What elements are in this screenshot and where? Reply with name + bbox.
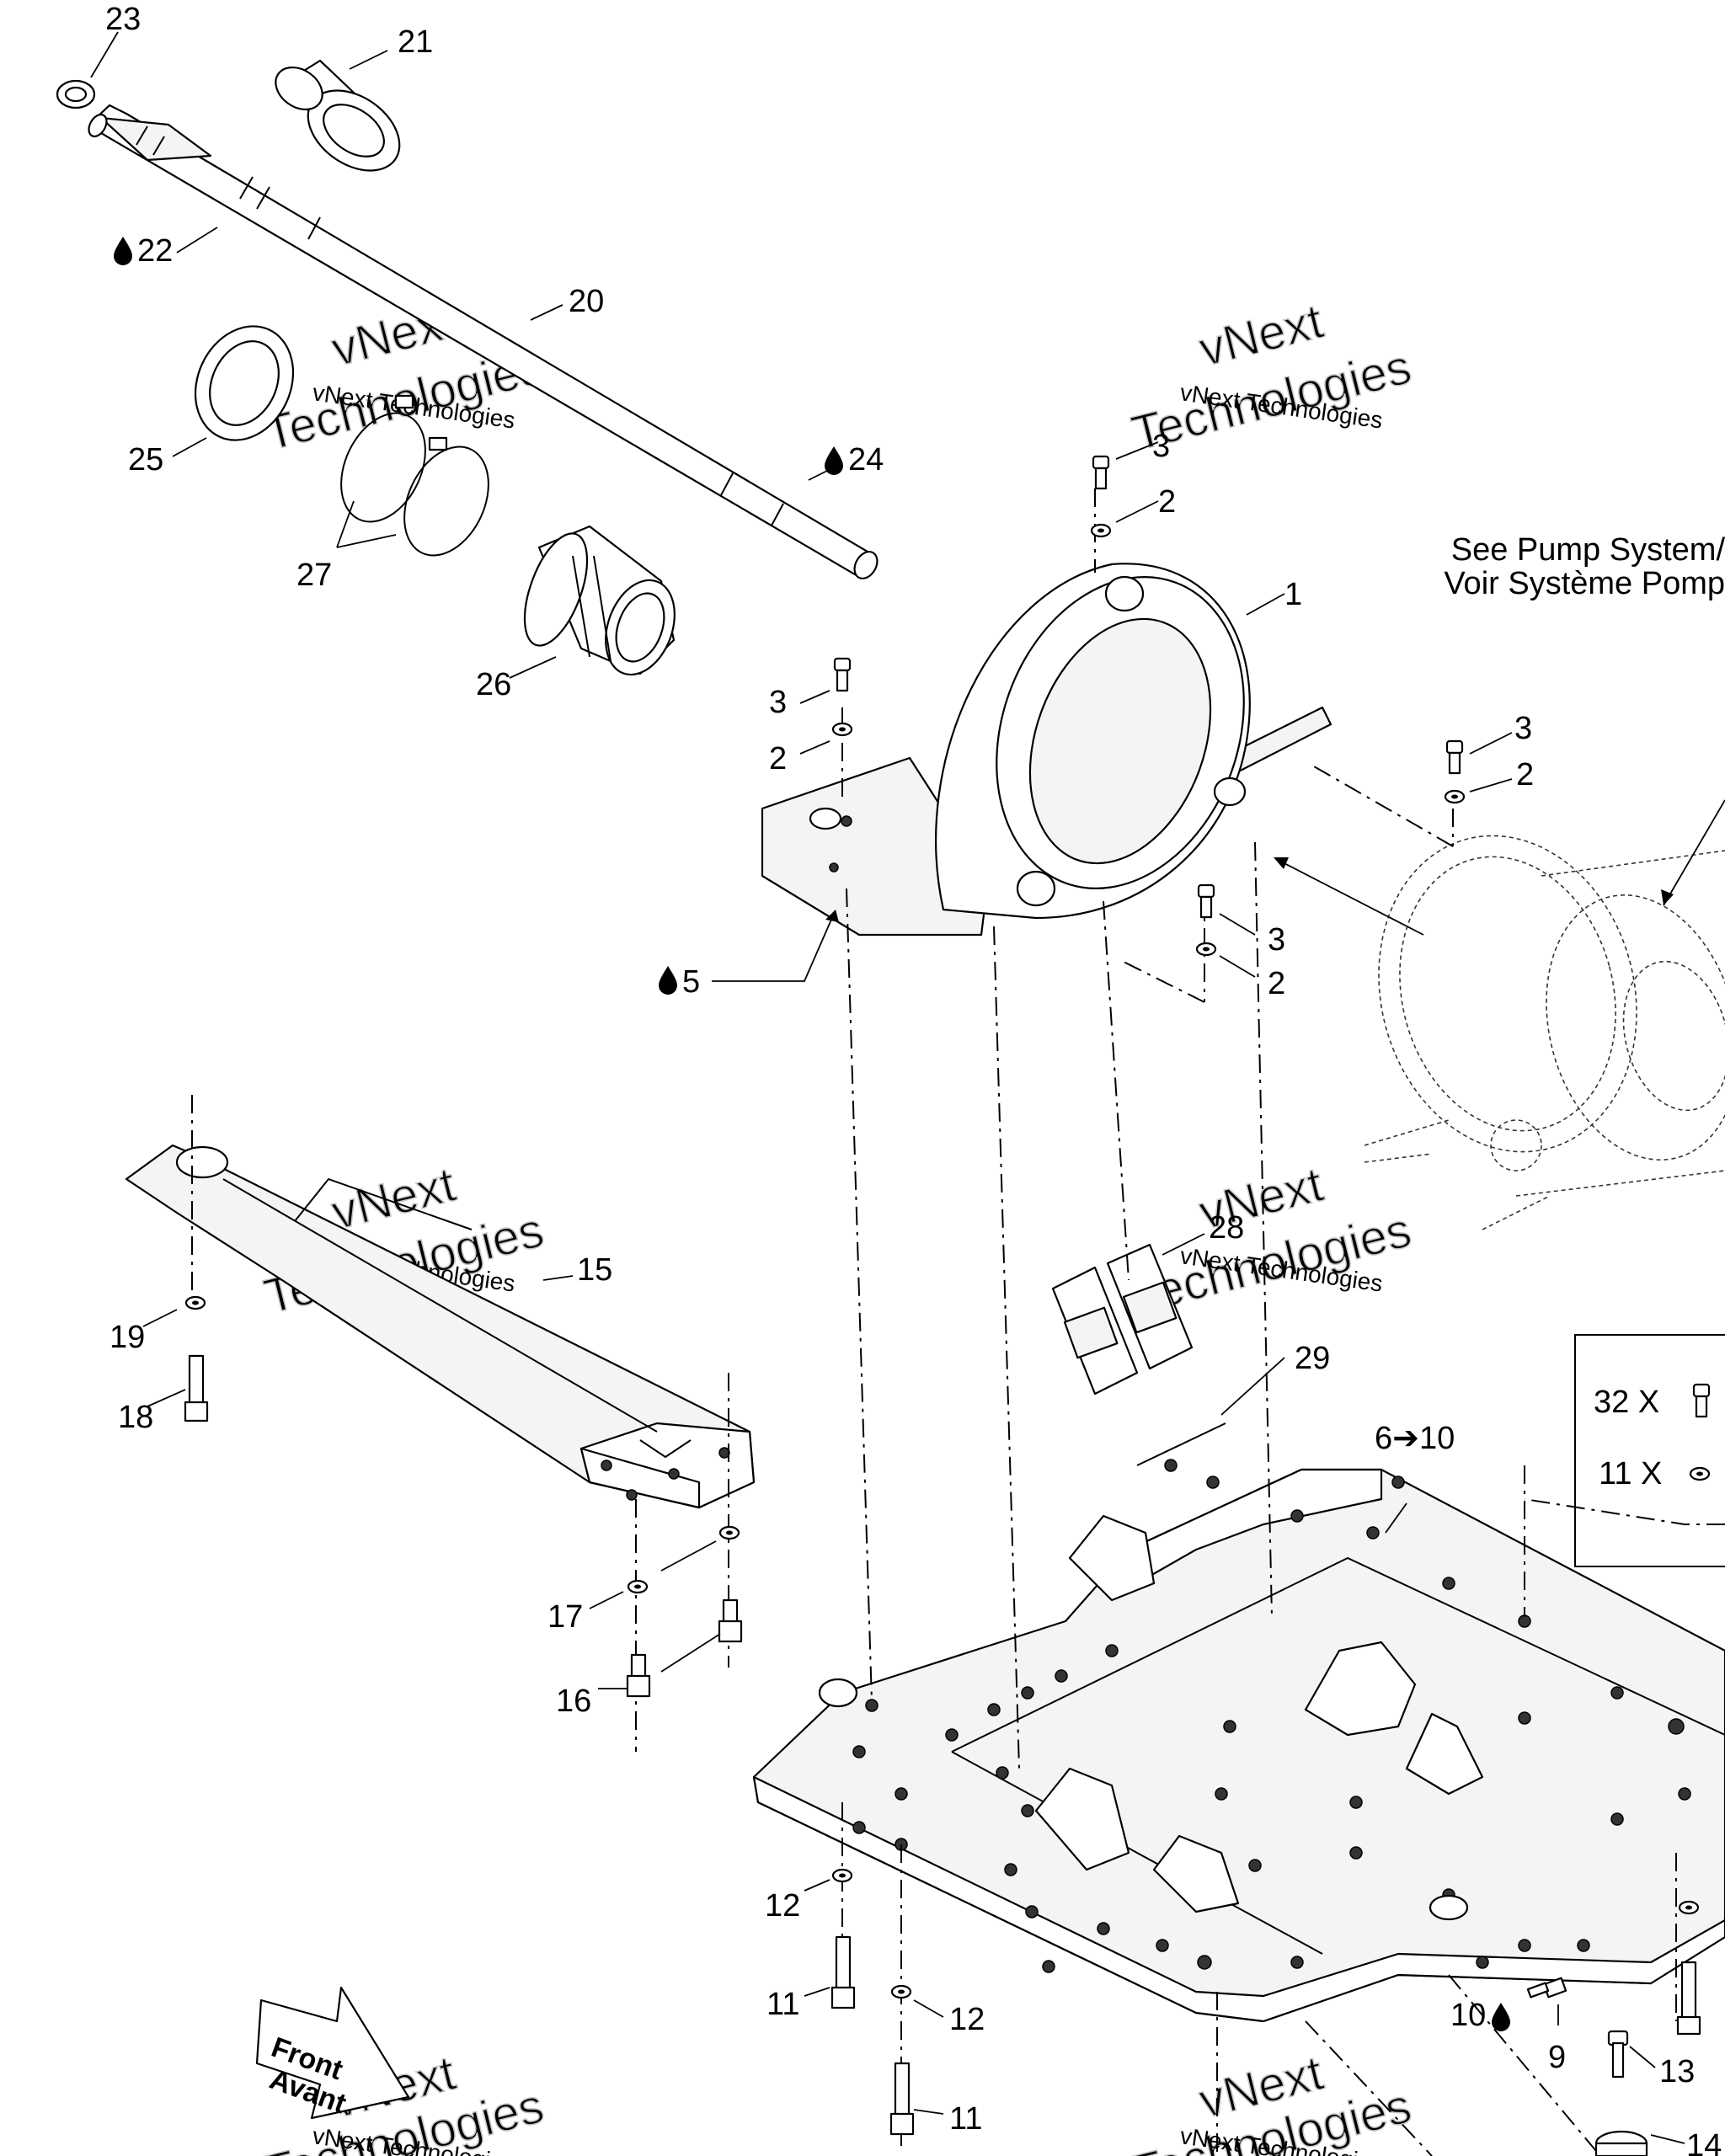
- pump-reference-fr: Voir Système Pomp: [1444, 566, 1725, 601]
- washer-part-2: [1195, 942, 1217, 957]
- reference-arrow: [1275, 858, 1424, 936]
- callout-28: 28: [1209, 1210, 1244, 1246]
- washer-part-12: [831, 1868, 853, 1883]
- drive-shaft: [88, 104, 879, 579]
- washer-part-17: [627, 1579, 649, 1594]
- callout-9: 9: [1548, 2040, 1566, 2075]
- callout-20: 20: [569, 284, 604, 319]
- bolt-part-11: [889, 2062, 915, 2136]
- callout-2: 2: [1158, 484, 1176, 520]
- screw-part-3: [1092, 455, 1110, 490]
- watermark: vNext Technologies vNext Technologies: [259, 293, 550, 462]
- oil-drop-icon: [1492, 2003, 1510, 2031]
- washer-part-12: [890, 1984, 912, 1999]
- callout-2: 2: [769, 741, 787, 776]
- callout-15: 15: [577, 1252, 612, 1288]
- callout-labels: 23 21 22 20 24 25 27 26 3 2 1 3 2 3 2 3 …: [105, 2, 1722, 2156]
- seal-part-23: [56, 79, 96, 109]
- callout-11: 11: [766, 1987, 799, 2022]
- callout-14: 14: [1686, 2128, 1722, 2156]
- hull-mount-plate: [752, 1459, 1725, 2023]
- callout-13: 13: [1659, 2054, 1695, 2089]
- callout-23: 23: [105, 2, 141, 37]
- washer-part-17: [718, 1525, 740, 1540]
- washer-part-2: [831, 722, 853, 737]
- kit-row-screws: 32 X: [1594, 1385, 1659, 1420]
- damper-part-28: [1051, 1243, 1194, 1396]
- callout-11: 11: [949, 2101, 982, 2137]
- callout-19: 19: [109, 1320, 145, 1355]
- callout-16: 16: [556, 1684, 591, 1719]
- callout-3: 3: [769, 685, 787, 720]
- callout-12: 12: [765, 1888, 800, 1924]
- callout-3: 3: [1152, 429, 1170, 464]
- bolt: [1676, 1961, 1701, 2036]
- callout-21: 21: [398, 24, 433, 60]
- screw-part-3: [1445, 739, 1464, 775]
- clamp-part-27: [340, 394, 489, 557]
- callout-10: 10: [1450, 1998, 1486, 2033]
- callout-29: 29: [1295, 1341, 1330, 1376]
- front-direction-arrow: Front Avant: [255, 1986, 410, 2120]
- ring-part-25: [194, 325, 295, 441]
- bumper-part-14: [1594, 2130, 1648, 2156]
- pump-reference-en: See Pump System/: [1451, 532, 1725, 568]
- screw-part-3: [833, 657, 852, 692]
- watermark: vNext Technologies vNext Technologies: [1126, 2045, 1418, 2156]
- rod-part-29: [1136, 1422, 1226, 1466]
- washer-part-2: [1444, 789, 1466, 804]
- oil-drop-icon: [825, 446, 843, 475]
- callout-27: 27: [296, 558, 332, 593]
- screw-part-9: [1526, 1977, 1567, 1999]
- callout-5: 5: [682, 964, 700, 1000]
- callout-24: 24: [848, 442, 884, 478]
- bolt-part-18: [184, 1354, 209, 1422]
- callout-25: 25: [128, 442, 163, 478]
- callout-26: 26: [476, 667, 511, 702]
- bearing-housing-part-1: [761, 563, 1332, 937]
- support-bracket-part-15: [125, 1144, 756, 1509]
- bolt-part-11: [830, 1935, 856, 2009]
- leader-lines: [90, 31, 1685, 2144]
- callout-12: 12: [949, 2002, 985, 2037]
- kit-row-washers: 11 X: [1599, 1456, 1662, 1492]
- bolt-part-16: [626, 1653, 651, 1698]
- callout-6-to-10: 6➔10: [1375, 1421, 1455, 1456]
- boot-part-26: [523, 525, 676, 676]
- callout-17: 17: [547, 1599, 583, 1635]
- oil-drop-icon: [659, 966, 677, 995]
- bolt-part-13: [1607, 2030, 1629, 2079]
- callout-18: 18: [118, 1400, 153, 1435]
- callout-22: 22: [137, 233, 173, 269]
- jet-pump-reference: [1364, 835, 1725, 1230]
- hardware-kit-box: 32 X 11 X: [1524, 1334, 1725, 1567]
- callout-2: 2: [1268, 966, 1285, 1001]
- washer-part-19: [184, 1295, 206, 1310]
- oil-drop-icon: [114, 237, 132, 265]
- washer: [1678, 1900, 1700, 1915]
- reference-arrow: [1663, 799, 1725, 906]
- callout-2: 2: [1516, 757, 1534, 792]
- callout-1: 1: [1284, 577, 1302, 612]
- bushing-part-21: [275, 59, 401, 172]
- callout-3: 3: [1514, 711, 1532, 746]
- bolt-part-16: [718, 1598, 743, 1643]
- washer-part-2: [1090, 523, 1112, 538]
- screw-part-3: [1197, 883, 1215, 919]
- callout-3: 3: [1268, 922, 1285, 958]
